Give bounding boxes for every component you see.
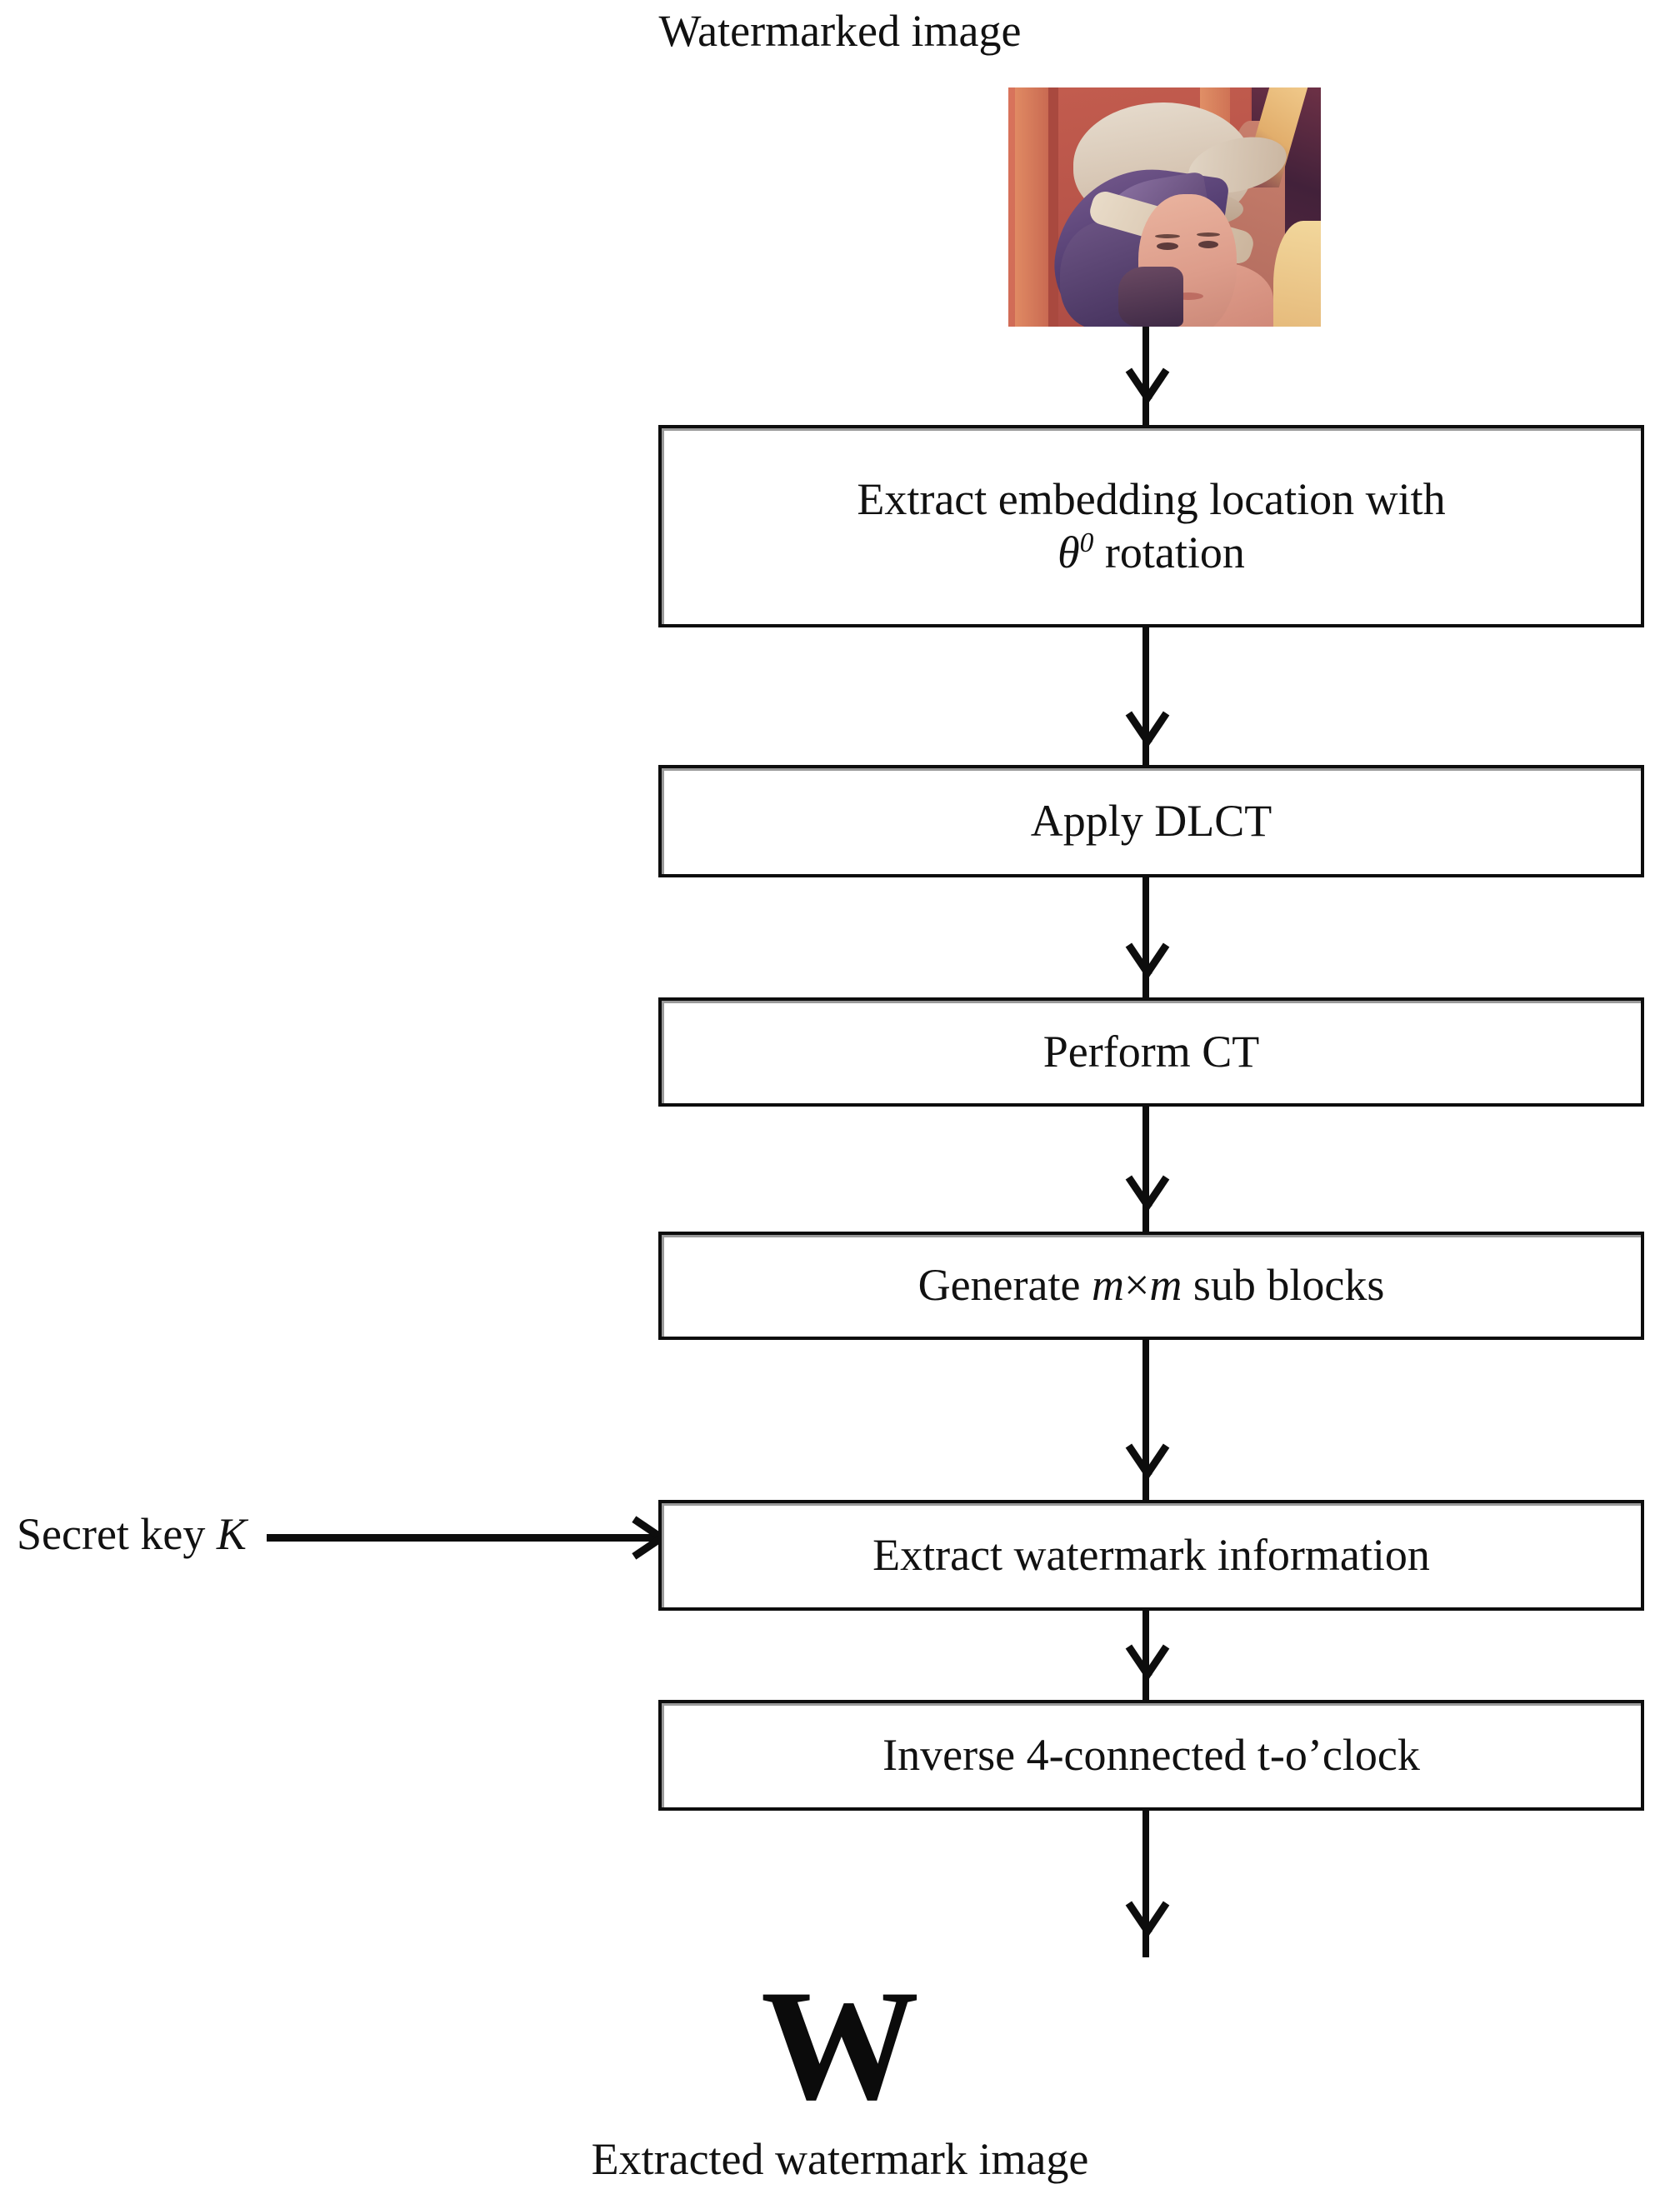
arrow-secretkey-to-step5 bbox=[267, 1534, 657, 1542]
step4-suffix: sub blocks bbox=[1182, 1260, 1385, 1311]
step-inverse-4-connected[interactable]: Inverse 4-connected t-o’clock bbox=[658, 1700, 1644, 1811]
times-symbol: × bbox=[1123, 1260, 1150, 1311]
lena-lips bbox=[1173, 292, 1203, 300]
step3-label: Perform CT bbox=[1042, 1026, 1260, 1077]
secret-key-label: Secret key K bbox=[17, 1509, 367, 1559]
lena-brow-left bbox=[1155, 234, 1180, 238]
secret-key-symbol: K bbox=[216, 1509, 247, 1559]
lena-hair bbox=[1118, 267, 1183, 327]
lena-left-pillar bbox=[1015, 87, 1048, 327]
arrow-step6-to-watermark bbox=[1142, 1807, 1149, 1957]
theta-symbol: θ bbox=[1058, 527, 1080, 577]
step5-label: Extract watermark information bbox=[872, 1529, 1430, 1580]
step-perform-ct[interactable]: Perform CT bbox=[658, 997, 1644, 1107]
step6-label: Inverse 4-connected t-o’clock bbox=[882, 1729, 1420, 1780]
arrow-step2-to-step3 bbox=[1142, 874, 1149, 999]
step4-label: Generate m×m sub blocks bbox=[918, 1259, 1385, 1312]
watermarked-image-caption: Watermarked image bbox=[658, 6, 1022, 56]
step-apply-dlct[interactable]: Apply DLCT bbox=[658, 765, 1644, 877]
arrow-image-to-step1 bbox=[1142, 327, 1149, 425]
step-extract-embedding-location[interactable]: Extract embedding location with θ0 rotat… bbox=[658, 425, 1644, 627]
theta-superscript: 0 bbox=[1079, 527, 1094, 558]
secret-key-text: Secret key bbox=[17, 1509, 217, 1559]
step2-label: Apply DLCT bbox=[1030, 795, 1272, 846]
m-symbol-1: m bbox=[1091, 1260, 1124, 1311]
step4-prefix: Generate bbox=[918, 1260, 1092, 1311]
step1-line2-rest: rotation bbox=[1093, 527, 1245, 577]
extracted-watermark-glyph: W bbox=[761, 1958, 919, 2133]
lena-brow-right bbox=[1197, 232, 1220, 237]
m-symbol-2: m bbox=[1149, 1260, 1182, 1311]
arrow-step1-to-step2 bbox=[1142, 624, 1149, 767]
arrow-step5-to-step6 bbox=[1142, 1607, 1149, 1701]
watermarked-source-image bbox=[1008, 87, 1321, 327]
lena-eye-left bbox=[1157, 242, 1178, 250]
step-generate-sub-blocks[interactable]: Generate m×m sub blocks bbox=[658, 1232, 1644, 1340]
arrow-step3-to-step4 bbox=[1142, 1103, 1149, 1232]
step1-line1: Extract embedding location with bbox=[857, 473, 1446, 524]
step-extract-watermark-information[interactable]: Extract watermark information bbox=[658, 1500, 1644, 1611]
step1-line2: θ0 rotation bbox=[857, 527, 1445, 580]
arrow-step4-to-step5 bbox=[1142, 1337, 1149, 1500]
lena-left-pillar-edge bbox=[1048, 87, 1058, 327]
lena-eye-right bbox=[1198, 241, 1218, 248]
extracted-watermark-caption: Extracted watermark image bbox=[591, 2134, 1089, 2184]
